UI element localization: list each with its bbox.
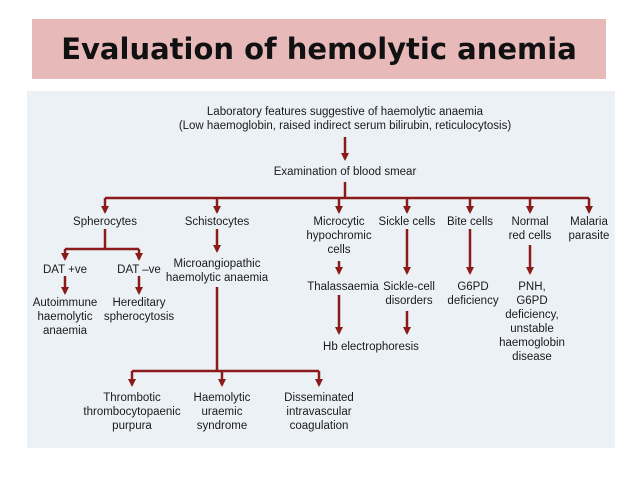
root-line-1: Laboratory features suggestive of haemol…: [206, 106, 484, 118]
pnh-line-4: unstable: [510, 323, 554, 335]
dic-line-3: coagulation: [289, 420, 349, 432]
microcytic-line-3: cells: [327, 244, 351, 256]
g6pd-line-1: G6PD: [457, 281, 489, 293]
hus-node: Haemolytic uraemic syndrome: [194, 391, 251, 433]
flowchart-connectors: [61, 137, 593, 387]
hus-line-3: syndrome: [196, 420, 248, 432]
malaria-line-1: Malaria: [570, 216, 608, 228]
hereditary-line-1: Hereditary: [112, 297, 166, 309]
root-line-2: (Low haemoglobin, raised indirect serum …: [178, 120, 512, 132]
hus-line-2: uraemic: [201, 406, 243, 418]
root-node: Laboratory features suggestive of haemol…: [179, 105, 511, 133]
hus-line-1: Haemolytic: [193, 392, 251, 404]
normal-red-cells-node: Normal red cells: [509, 215, 552, 243]
pnh-node: PNH, G6PD deficiency, unstable haemoglob…: [499, 280, 565, 364]
pnh-line-5: haemoglobin: [499, 337, 565, 349]
schistocytes-node: Schistocytes: [184, 216, 250, 228]
page-title: Evaluation of hemolytic anemia: [61, 32, 577, 66]
dat-positive-node: DAT +ve: [43, 264, 87, 276]
g6pd-line-2: deficiency: [447, 295, 499, 307]
ttp-line-3: purpura: [112, 420, 152, 432]
hereditary-line-2: spherocytosis: [103, 311, 175, 323]
thalassaemia-node: Thalassaemia: [307, 281, 379, 293]
sickle-disorders-line-1: Sickle-cell: [383, 281, 435, 293]
smear-node: Examination of blood smear: [273, 166, 417, 178]
ttp-line-2: thrombocytopaenic: [83, 406, 181, 418]
sickle-disorders-line-2: disorders: [385, 295, 433, 307]
sickle-disorders-node: Sickle-cell disorders: [383, 280, 435, 308]
malaria-node: Malaria parasite: [569, 215, 610, 243]
maha-line-2: haemolytic anaemia: [165, 272, 269, 284]
autoimmune-node: Autoimmune haemolytic anaemia: [33, 296, 98, 338]
microcytic-line-2: hypochromic: [306, 230, 372, 242]
dic-line-2: intravascular: [286, 406, 352, 418]
dat-negative-node: DAT –ve: [117, 264, 161, 276]
ttp-line-1: Thrombotic: [103, 392, 161, 404]
dic-node: Disseminated intravascular coagulation: [284, 391, 354, 433]
hb-electrophoresis-node: Hb electrophoresis: [323, 341, 419, 353]
microcytic-line-1: Microcytic: [313, 216, 365, 228]
spherocytes-node: Spherocytes: [73, 216, 137, 228]
pnh-line-6: disease: [512, 351, 552, 363]
flowchart-panel: Laboratory features suggestive of haemol…: [27, 91, 615, 448]
sickle-cells-node: Sickle cells: [378, 216, 436, 228]
dic-line-1: Disseminated: [284, 392, 354, 404]
normal-line-2: red cells: [508, 230, 552, 242]
maha-node: Microangiopathic haemolytic anaemia: [166, 257, 268, 285]
maha-line-1: Microangiopathic: [173, 258, 261, 270]
ttp-node: Thrombotic thrombocytopaenic purpura: [83, 391, 180, 433]
microcytic-node: Microcytic hypochromic cells: [306, 215, 371, 257]
pnh-line-3: deficiency,: [505, 309, 559, 321]
bite-cells-node: Bite cells: [446, 216, 494, 228]
autoimmune-line-2: haemolytic: [37, 311, 93, 323]
autoimmune-line-3: anaemia: [42, 325, 88, 337]
autoimmune-line-1: Autoimmune: [32, 297, 98, 309]
g6pd-node: G6PD deficiency: [447, 280, 498, 308]
title-banner: Evaluation of hemolytic anemia: [32, 19, 606, 79]
normal-line-1: Normal: [511, 216, 549, 228]
hereditary-node: Hereditary spherocytosis: [104, 296, 174, 324]
pnh-line-1: PNH,: [518, 281, 546, 293]
pnh-line-2: G6PD: [516, 295, 548, 307]
malaria-line-2: parasite: [568, 230, 610, 242]
